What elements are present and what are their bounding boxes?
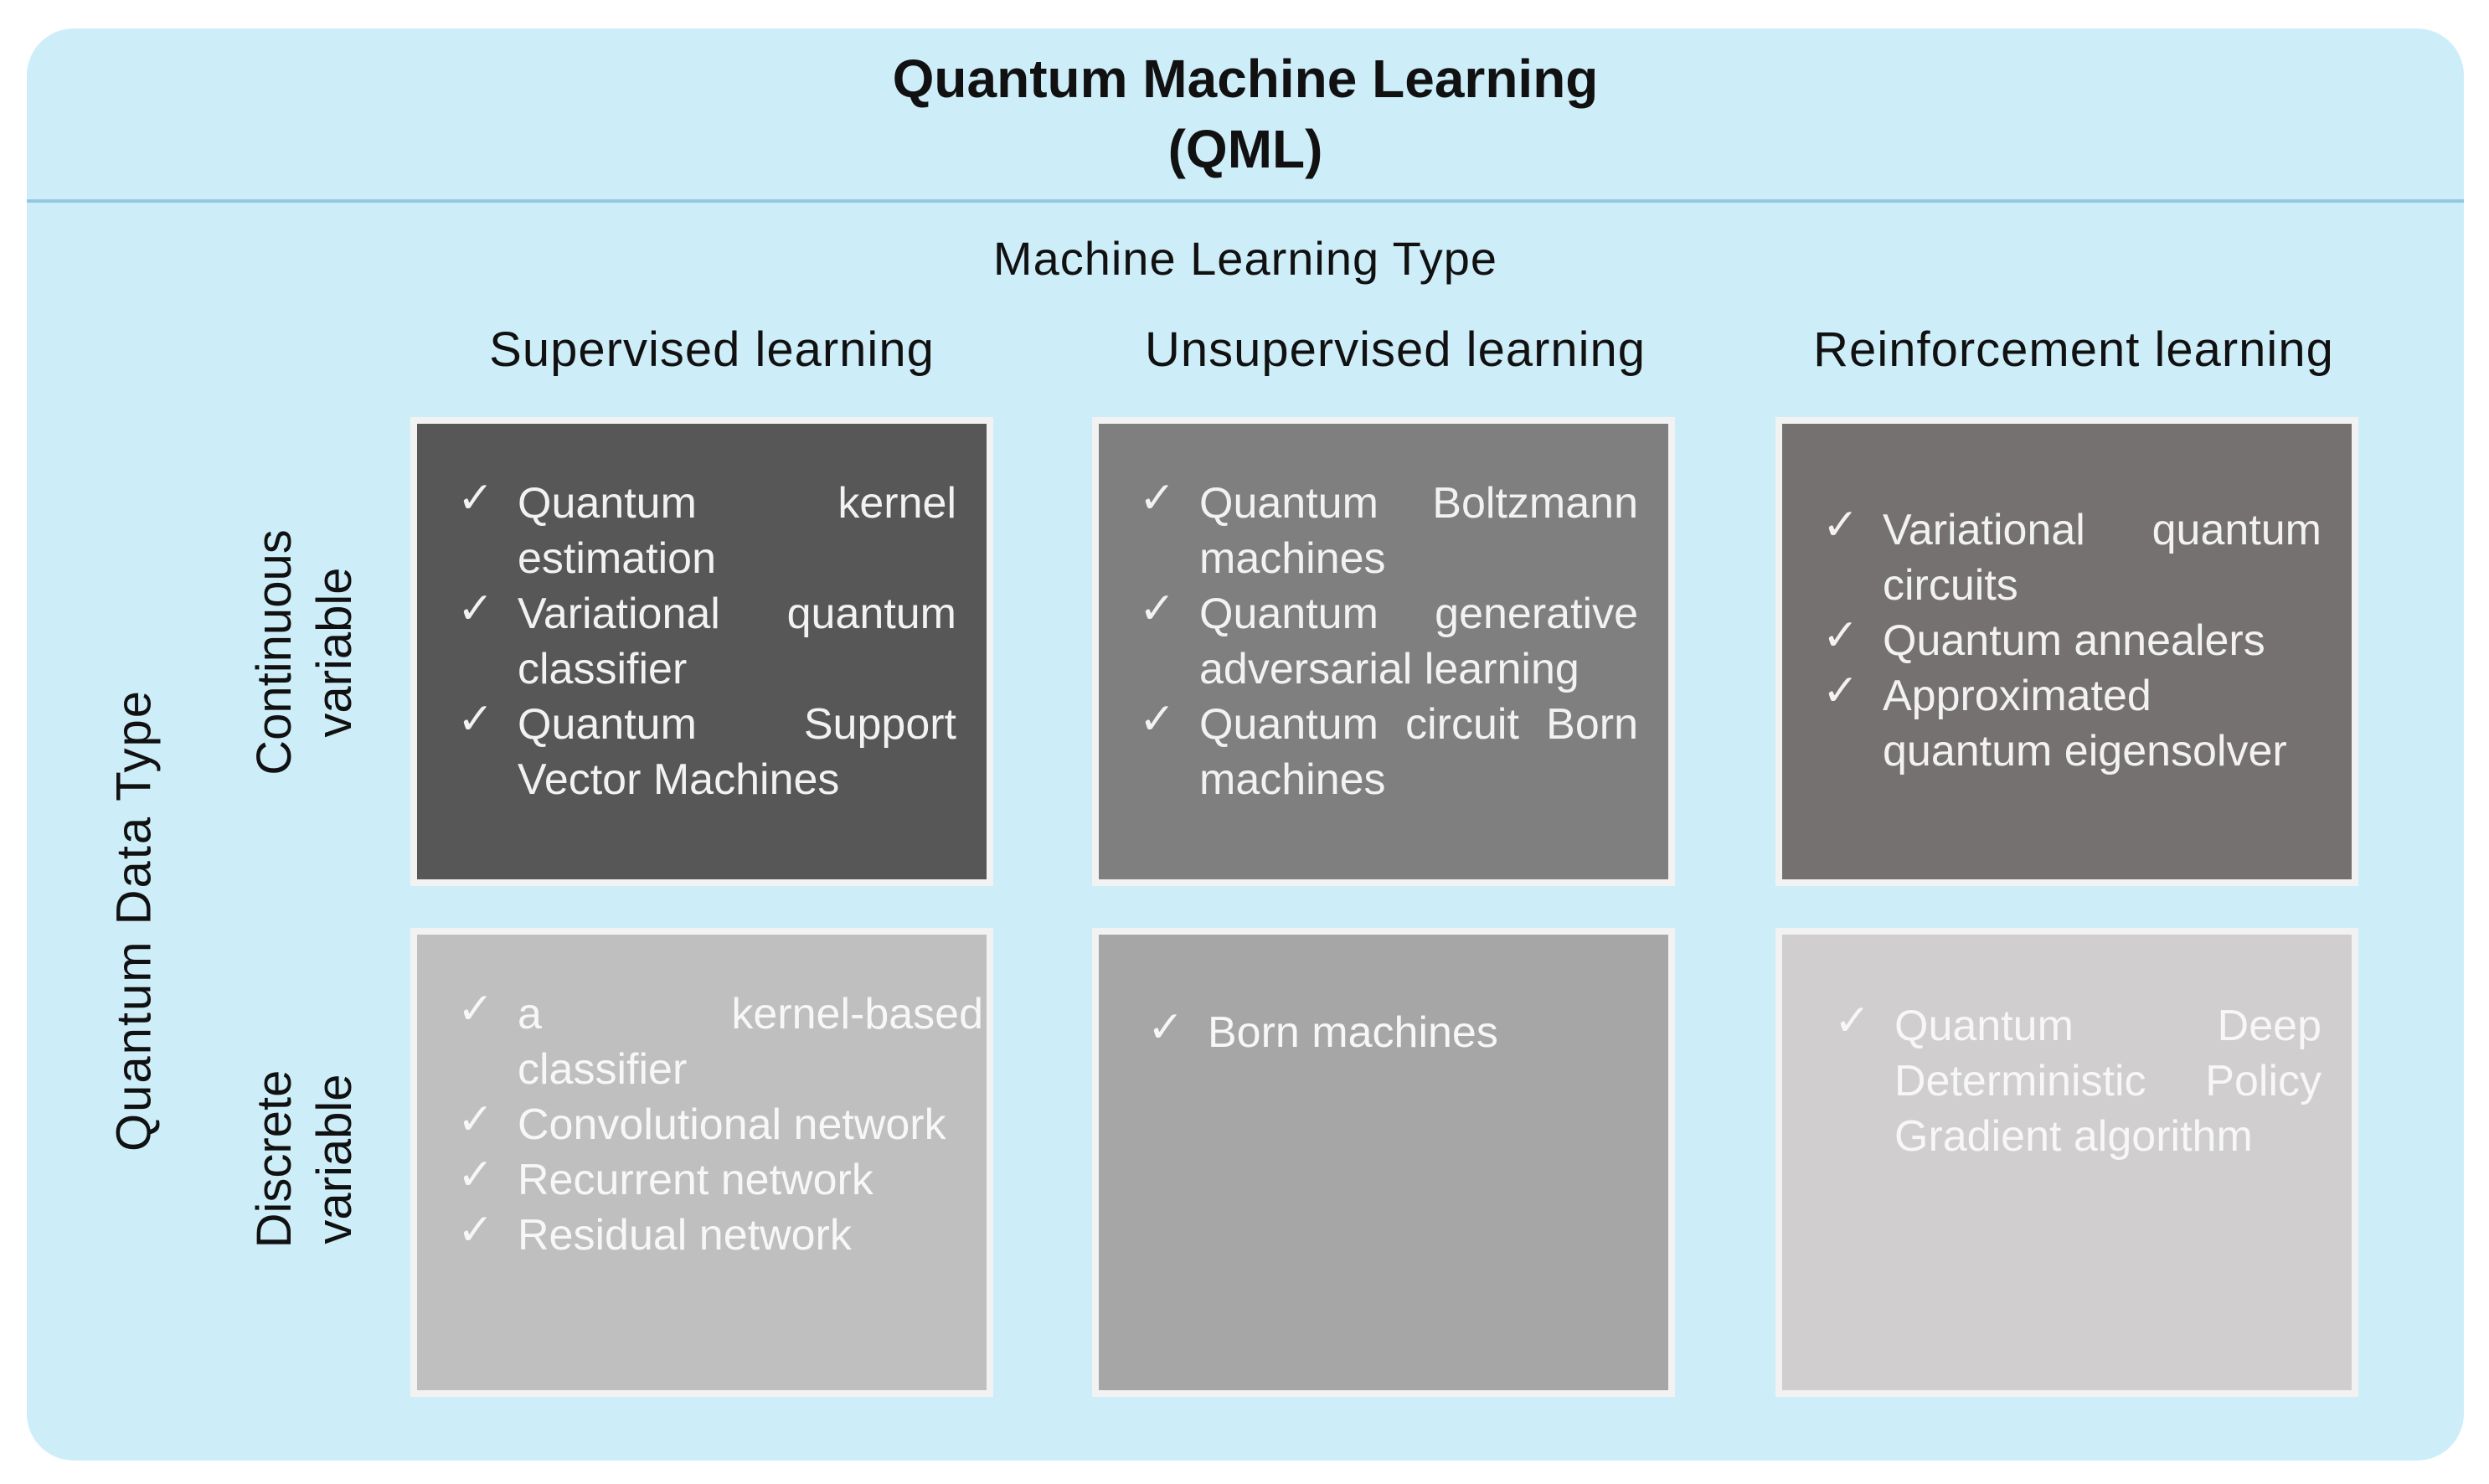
list-item: ✓ Variational quantum circuits bbox=[1807, 501, 2322, 613]
list-item-text: Quantum generative adversarial learning bbox=[1199, 590, 1638, 693]
cell-item-list: ✓ Quantum Boltzmann machines ✓ Quantum gene… bbox=[1124, 474, 1638, 807]
cell-discrete-supervised: ✓ a kernel-based classifier ✓ Convolutional… bbox=[410, 928, 993, 1397]
list-item: ✓ Residual network bbox=[442, 1206, 983, 1263]
cell-item-list: ✓ Born machines bbox=[1132, 1003, 1638, 1060]
list-item: ✓ Quantum kernel estimation bbox=[442, 474, 956, 586]
list-item-text: Quantum circuit Born machines bbox=[1199, 700, 1638, 804]
list-item-text: Quantum kernel estimation bbox=[518, 479, 956, 583]
list-item-text: Quantum Support Vector Machines bbox=[518, 700, 956, 804]
list-item-text: Quantum annealers bbox=[1883, 616, 2265, 665]
check-icon: ✓ bbox=[1139, 585, 1176, 633]
cell-continuous-supervised: ✓ Quantum kernel estimation ✓ Variational q… bbox=[410, 417, 993, 886]
list-item: ✓ Quantum circuit Born machines bbox=[1124, 695, 1638, 807]
check-icon: ✓ bbox=[1822, 611, 1859, 660]
check-icon: ✓ bbox=[457, 1151, 494, 1199]
check-icon: ✓ bbox=[1139, 474, 1176, 523]
row-label-continuous-line1: Continuous bbox=[247, 529, 301, 775]
cell-item-list: ✓ Variational quantum circuits ✓ Quantum an… bbox=[1807, 501, 2322, 779]
cell-continuous-unsupervised: ✓ Quantum Boltzmann machines ✓ Quantum gene… bbox=[1092, 417, 1675, 886]
list-item-text: Quantum Boltzmann machines bbox=[1199, 479, 1638, 583]
column-header-reinforcement: Reinforcement learning bbox=[1813, 322, 2334, 377]
cell-discrete-unsupervised: ✓ Born machines bbox=[1092, 928, 1675, 1397]
check-icon: ✓ bbox=[1822, 501, 1859, 549]
list-item-text: Variational quantum circuits bbox=[1883, 506, 2322, 610]
list-item: ✓ Quantum Deep Deterministic Policy Gradi… bbox=[1819, 997, 2322, 1164]
column-axis-label: Machine Learning Type bbox=[992, 232, 1498, 285]
row-axis-label: Quantum Data Type bbox=[106, 688, 162, 1152]
check-icon: ✓ bbox=[1139, 695, 1176, 744]
row-label-discrete: Discrete variable bbox=[245, 1070, 365, 1249]
check-icon: ✓ bbox=[1147, 1003, 1184, 1052]
list-item-text: Approximated quantum eigensolver bbox=[1883, 672, 2287, 775]
list-item: ✓ Recurrent network bbox=[442, 1151, 983, 1208]
check-icon: ✓ bbox=[457, 695, 494, 744]
check-icon: ✓ bbox=[457, 1095, 494, 1144]
title-header: Quantum Machine Learning (QML) bbox=[27, 28, 2464, 203]
list-item: ✓ Quantum annealers bbox=[1807, 611, 2322, 668]
column-header-unsupervised: Unsupervised learning bbox=[1144, 322, 1646, 377]
cell-discrete-reinforcement: ✓ Quantum Deep Deterministic Policy Gradi… bbox=[1775, 928, 2358, 1397]
qml-panel: Quantum Machine Learning (QML) Machine L… bbox=[27, 28, 2464, 1461]
cell-continuous-reinforcement: ✓ Variational quantum circuits ✓ Quantum an… bbox=[1775, 417, 2358, 886]
list-item-text: Born machines bbox=[1208, 1008, 1498, 1057]
list-item-text: Convolutional network bbox=[518, 1100, 946, 1149]
list-item: ✓ Approximated quantum eigensolver bbox=[1807, 667, 2322, 779]
list-item: ✓ Quantum Support Vector Machines bbox=[442, 695, 956, 807]
row-label-discrete-line2: variable bbox=[307, 1074, 362, 1244]
row-label-discrete-line1: Discrete bbox=[247, 1069, 301, 1249]
list-item: ✓ Quantum generative adversarial learning bbox=[1124, 585, 1638, 697]
list-item: ✓ Convolutional network bbox=[442, 1095, 983, 1152]
check-icon: ✓ bbox=[457, 585, 494, 633]
title-line-1: Quantum Machine Learning bbox=[892, 49, 1599, 109]
check-icon: ✓ bbox=[1822, 667, 1859, 715]
list-item: ✓ Quantum Boltzmann machines bbox=[1124, 474, 1638, 586]
check-icon: ✓ bbox=[457, 1206, 494, 1255]
row-label-continuous-line2: variable bbox=[307, 567, 362, 738]
list-item: ✓ a kernel-based classifier bbox=[442, 985, 983, 1097]
list-item: ✓ Variational quantum classifier bbox=[442, 585, 956, 697]
list-item-text: Recurrent network bbox=[518, 1156, 873, 1204]
cell-item-list: ✓ Quantum Deep Deterministic Policy Gradi… bbox=[1819, 997, 2322, 1164]
cell-item-list: ✓ Quantum kernel estimation ✓ Variational q… bbox=[442, 474, 956, 807]
list-item-text: Variational quantum classifier bbox=[518, 590, 956, 693]
check-icon: ✓ bbox=[1834, 997, 1871, 1045]
check-icon: ✓ bbox=[457, 474, 494, 523]
list-item-text: Residual network bbox=[518, 1211, 852, 1260]
column-header-supervised: Supervised learning bbox=[489, 322, 935, 377]
list-item-text: a kernel-based classifier bbox=[518, 990, 983, 1094]
cell-item-list: ✓ a kernel-based classifier ✓ Convolutional… bbox=[442, 985, 983, 1263]
list-item-text: Quantum Deep Deterministic Policy Gradie… bbox=[1894, 1002, 2322, 1161]
row-label-continuous: Continuous variable bbox=[245, 529, 365, 775]
title-line-2: (QML) bbox=[1167, 119, 1323, 179]
list-item: ✓ Born machines bbox=[1132, 1003, 1638, 1060]
check-icon: ✓ bbox=[457, 985, 494, 1033]
